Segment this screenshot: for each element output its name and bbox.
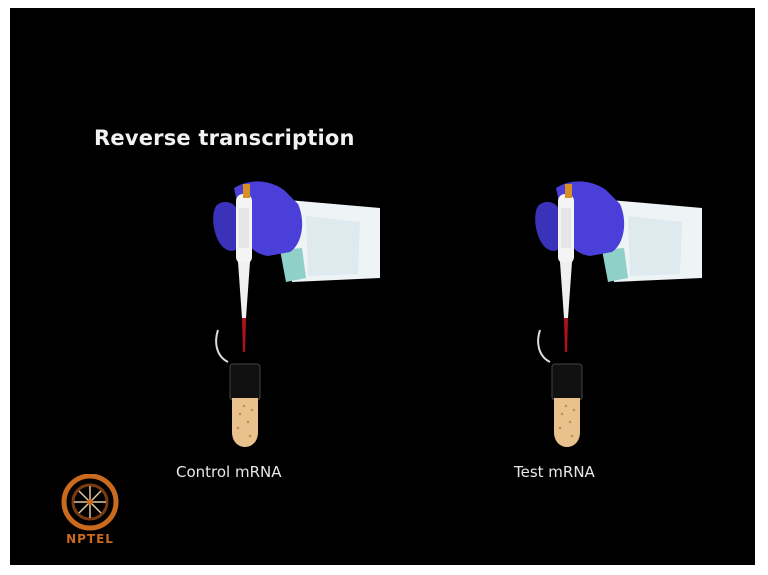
- nptel-logo-icon: [50, 474, 130, 532]
- tube-label-control: Control mRNA: [176, 463, 282, 481]
- nptel-logo: NPTEL: [50, 474, 130, 554]
- pipette-icon: [210, 170, 400, 460]
- pipette-illustration-test: [532, 170, 722, 460]
- sample-tube-icon: [552, 364, 582, 447]
- nptel-logo-text: NPTEL: [50, 532, 130, 546]
- tube-label-test: Test mRNA: [514, 463, 595, 481]
- pipette-icon: [532, 170, 722, 460]
- sample-tube-icon: [230, 364, 260, 447]
- slide-title: Reverse transcription: [94, 126, 355, 150]
- slide-frame: Reverse transcription: [10, 8, 755, 565]
- pipette-illustration-control: [210, 170, 400, 460]
